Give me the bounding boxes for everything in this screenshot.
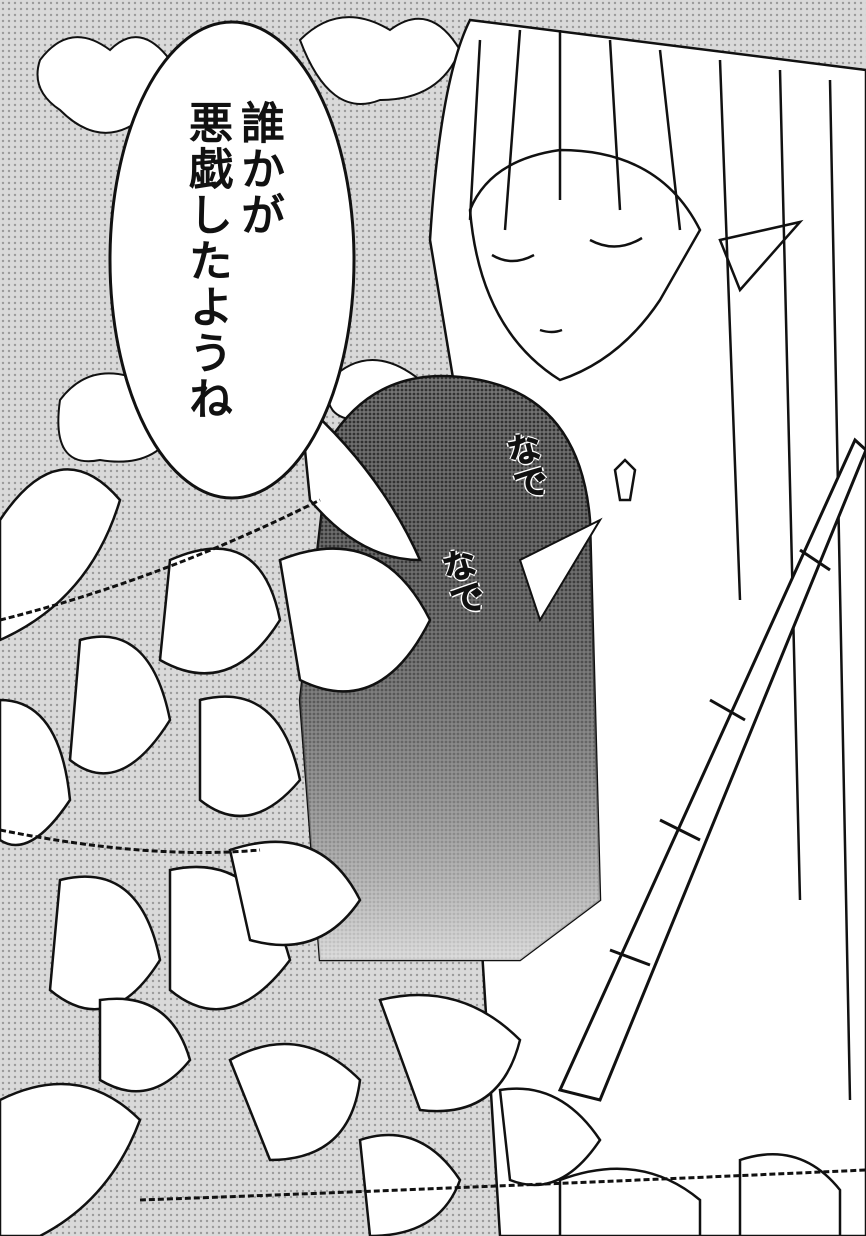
speech-bubble [108, 20, 356, 500]
bottom-foliage [0, 993, 842, 1236]
speech-line-1: 誰かが [233, 100, 284, 238]
wooden-staff [557, 437, 866, 1102]
foreground-leaves [0, 396, 432, 1093]
speech-line-2: 悪戯したようね [181, 100, 232, 422]
rope [0, 498, 321, 854]
